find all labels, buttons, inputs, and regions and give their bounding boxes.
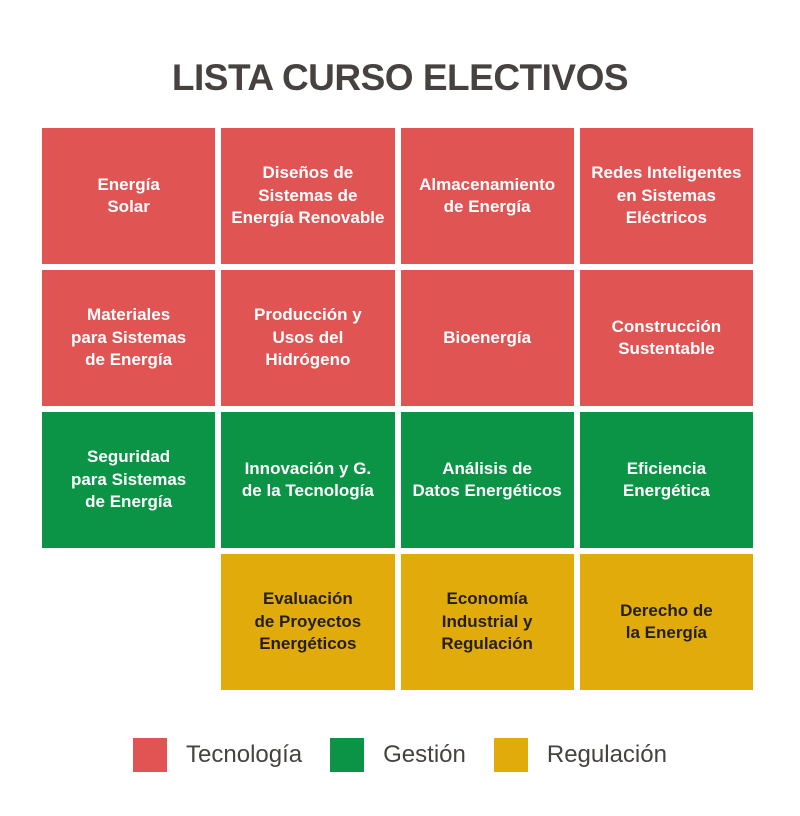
legend-label: Regulación	[546, 741, 667, 768]
course-cell-label: Eficiencia Energética	[622, 458, 710, 500]
course-cell-label: Almacenamiento de Energía	[419, 174, 556, 216]
legend-label: Tecnología	[186, 741, 303, 768]
course-cell-4-2: Evaluación de Proyectos Energéticos	[221, 554, 395, 690]
course-grid: Energía Solar Diseños de Sistemas de Ene…	[42, 128, 753, 690]
course-cell-2-3: Bioenergía	[400, 270, 574, 406]
course-cell-label: Economía Industrial y Regulación	[441, 589, 533, 654]
course-cell-3-2: Innovación y G. de la Tecnología	[221, 412, 395, 548]
legend-label: Gestión	[383, 741, 466, 768]
legend-item-tecnologia: Tecnología	[133, 738, 302, 772]
course-cell-3-4: Eficiencia Energética	[579, 412, 753, 548]
course-cell-label: Redes Inteligentes en Sistemas Eléctrico…	[591, 163, 742, 228]
legend-swatch	[330, 738, 365, 772]
legend: Tecnología Gestión Regulación	[0, 738, 800, 772]
course-cell-2-2: Producción y Usos del Hidrógeno	[221, 270, 395, 406]
course-cell-label: Materiales para Sistemas de Energía	[70, 305, 187, 370]
course-cell-label: Diseños de Sistemas de Energía Renovable	[231, 163, 385, 228]
course-cell-1-2: Diseños de Sistemas de Energía Renovable	[221, 128, 395, 264]
course-cell-label: Energía Solar	[97, 174, 160, 216]
course-cell-3-1: Seguridad para Sistemas de Energía	[42, 412, 216, 548]
page-title: LISTA CURSO ELECTIVOS	[171, 57, 629, 98]
course-cell-label: Seguridad para Sistemas de Energía	[70, 447, 187, 512]
course-cell-2-4: Construcción Sustentable	[579, 270, 753, 406]
legend-swatch	[493, 738, 528, 772]
course-cell-label: Evaluación de Proyectos Energéticos	[254, 589, 362, 654]
course-cell-label: Producción y Usos del Hidrógeno	[254, 305, 362, 370]
course-cell-label: Análisis de Datos Energéticos	[412, 458, 562, 500]
course-cell-4-3: Economía Industrial y Regulación	[400, 554, 574, 690]
course-cell-label: Bioenergía	[443, 327, 532, 347]
course-cell-1-3: Almacenamiento de Energía	[400, 128, 574, 264]
legend-item-gestion: Gestión	[330, 738, 466, 772]
course-cell-1-4: Redes Inteligentes en Sistemas Eléctrico…	[579, 128, 753, 264]
course-cell-label: Innovación y G. de la Tecnología	[241, 458, 374, 500]
legend-item-regulacion: Regulación	[493, 738, 667, 772]
course-cell-3-3: Análisis de Datos Energéticos	[400, 412, 574, 548]
course-cell-label: Derecho de la Energía	[620, 600, 713, 642]
course-cell-1-1: Energía Solar	[42, 128, 216, 264]
legend-swatch	[133, 738, 168, 772]
course-cell-label: Construcción Sustentable	[611, 316, 722, 358]
course-cell-4-4: Derecho de la Energía	[579, 554, 753, 690]
course-cell-2-1: Materiales para Sistemas de Energía	[42, 270, 216, 406]
